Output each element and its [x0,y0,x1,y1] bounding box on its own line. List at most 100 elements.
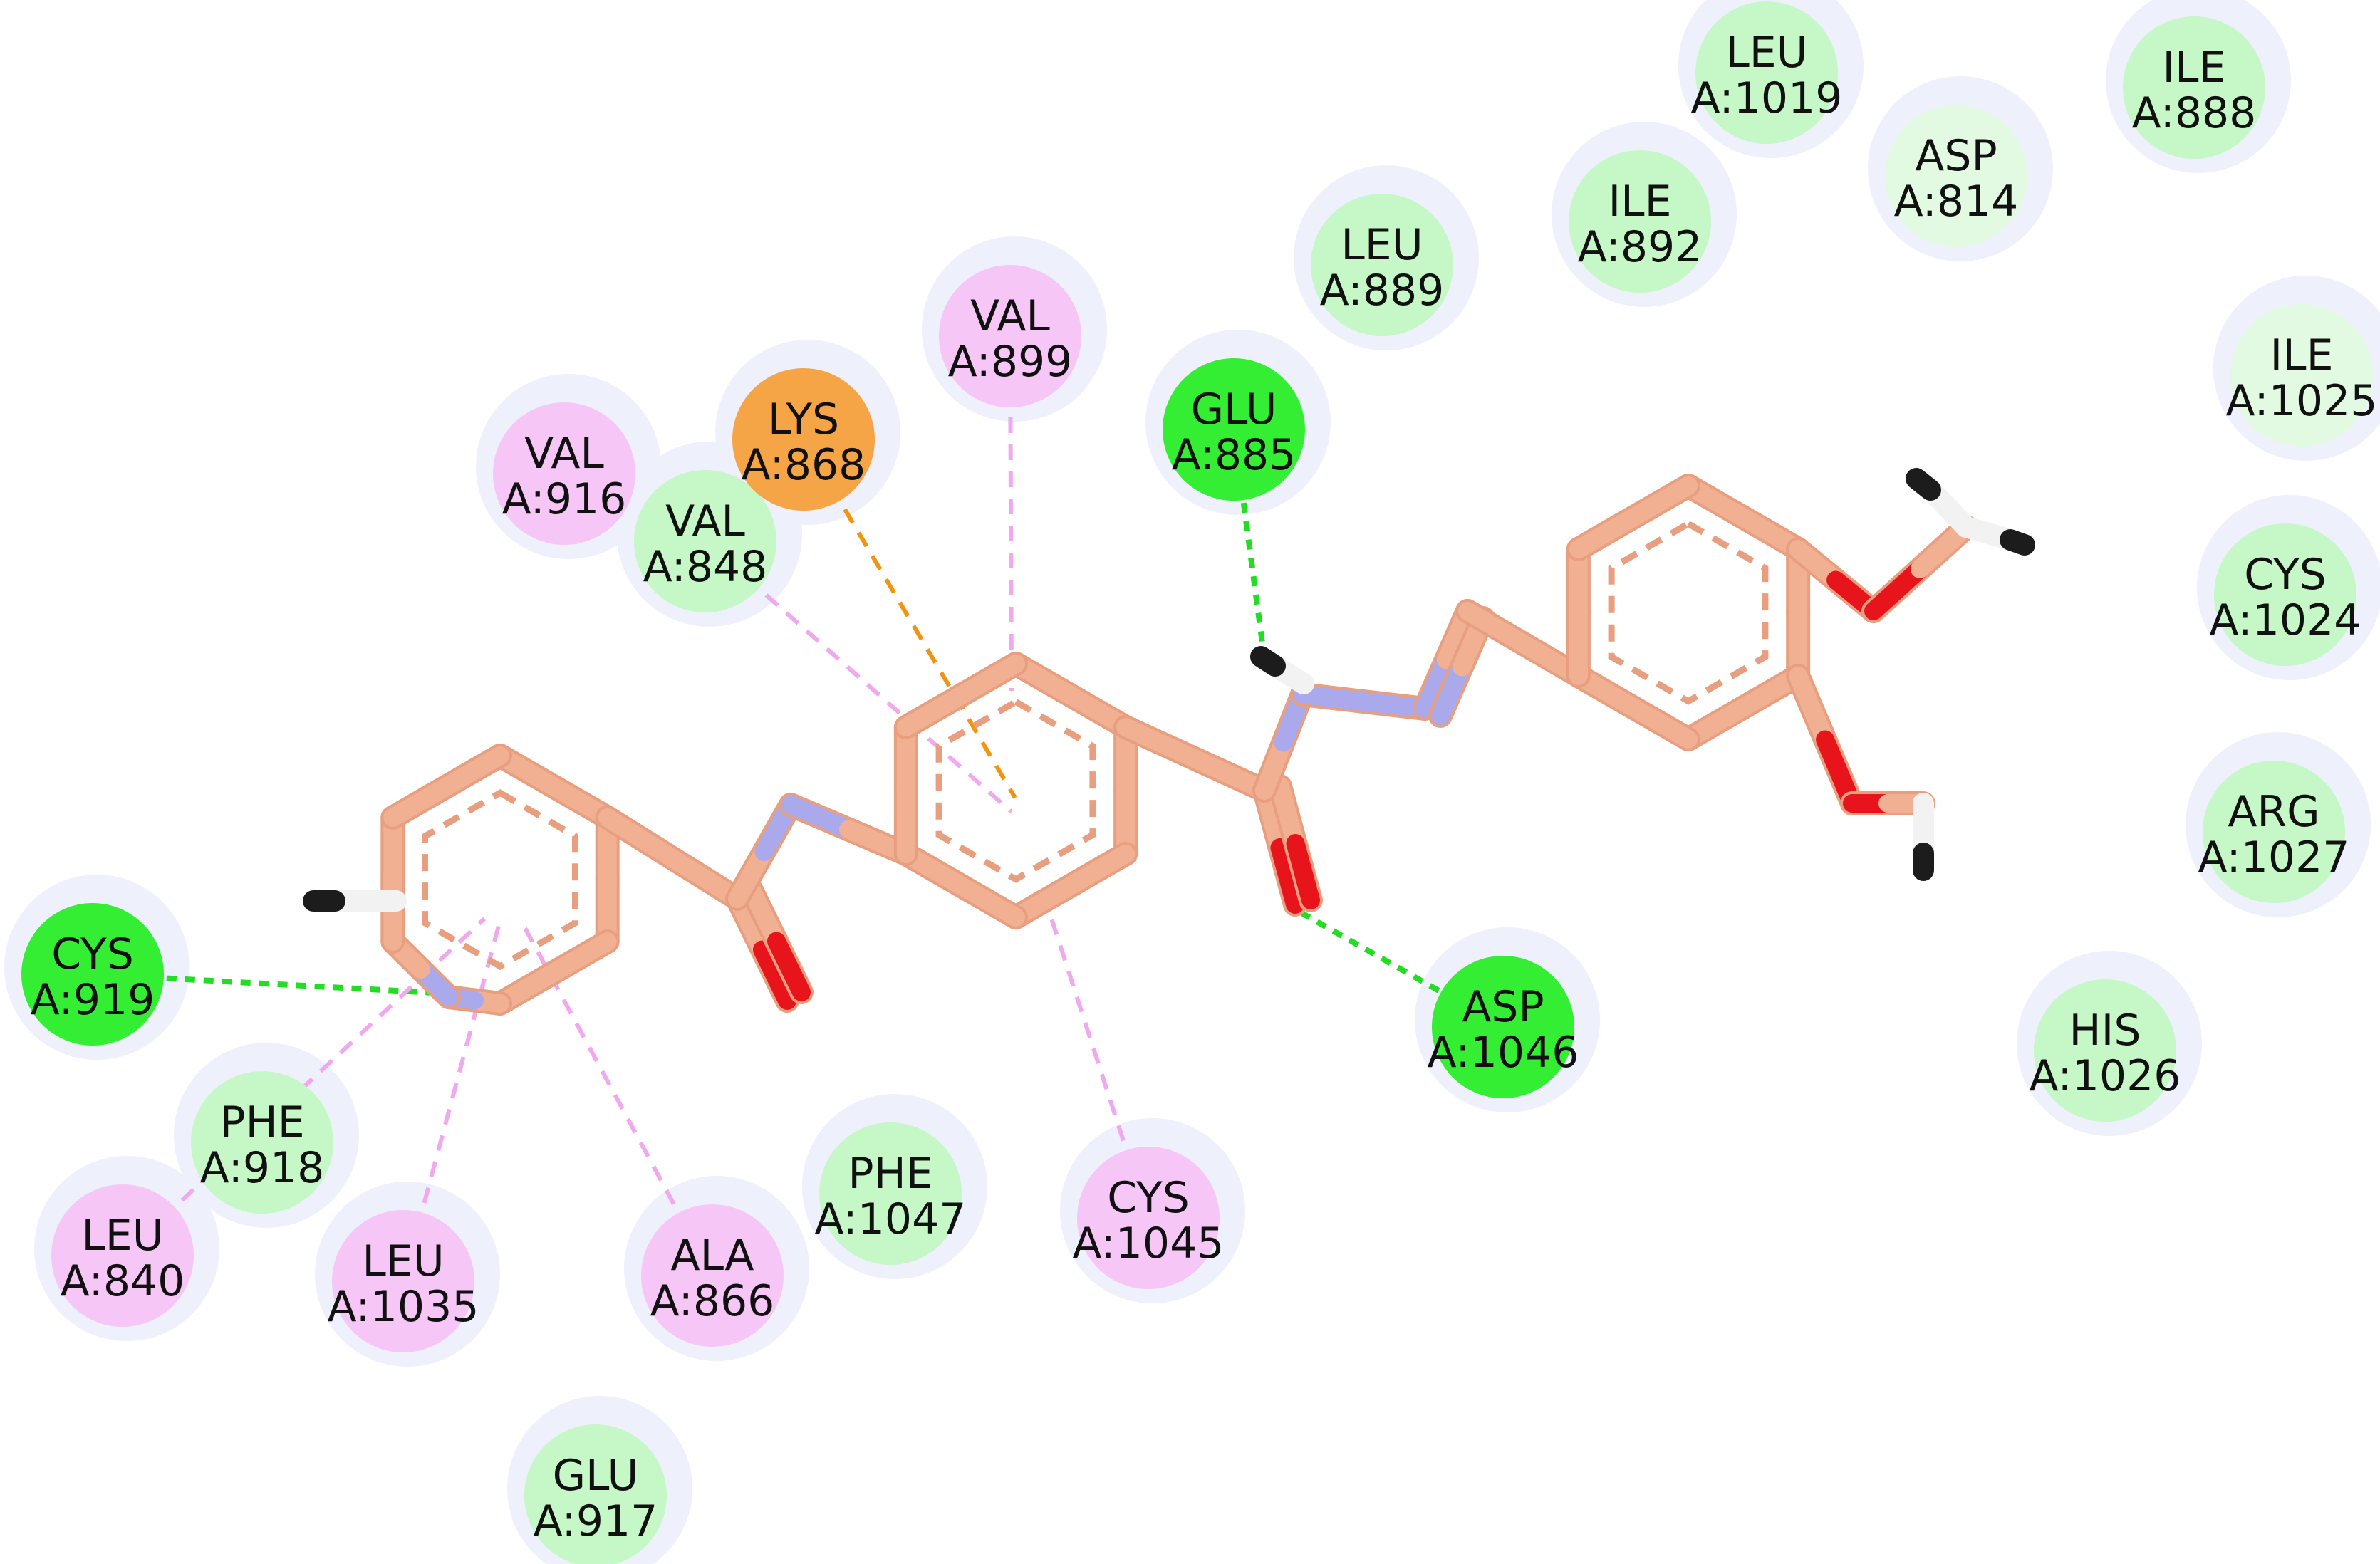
arg1027-disc [2203,761,2345,903]
leu840-disc [51,1184,194,1327]
residue-number: A:919 [31,975,155,1025]
residue-name: VAL [970,291,1050,341]
lys868-disc [732,368,875,511]
right-aromatic-ring [1608,520,1769,705]
residue-number: A:868 [742,440,866,490]
asp1046-disc [1432,956,1574,1098]
residue-name: CYS [1107,1173,1190,1223]
pyridine-bond [544,932,617,982]
residue-name: ALA [671,1231,754,1281]
val848-disc [634,470,776,612]
middle-ring-bond [1061,845,1136,895]
middle-ring-bond [896,686,970,736]
middle-aromatic-ring [935,698,1096,883]
residue-name: LYS [768,395,839,444]
glu885-disc [1163,358,1305,501]
ile888-disc [2123,16,2265,159]
residue-number: A:889 [1320,266,1445,316]
residue-number: A:1047 [815,1194,967,1244]
residue-name: ARG [2228,787,2319,837]
residue-number: A:918 [200,1143,325,1193]
residue-number: A:885 [1172,430,1296,480]
leu1019-disc [1695,1,1838,144]
middle-ring-bond [951,876,1025,927]
pyridine-aromatic-ring [422,789,578,970]
residue-name: ASP [1462,982,1544,1032]
residue-name: CYS [51,929,134,979]
cys1045-disc [1077,1147,1220,1289]
residue-name: PHE [219,1098,304,1147]
residue-name: ILE [2270,330,2333,380]
val916-disc [493,402,635,545]
methoxy-2-o-bond [1789,667,1835,749]
cys919-disc [21,903,164,1046]
amide-bond [598,808,682,867]
residue-name: LEU [1725,28,1807,78]
val899-disc [939,265,1081,407]
residue-name: ASP [1915,131,1997,181]
residue-number: A:840 [61,1256,185,1306]
residue-name: VAL [524,429,604,479]
residue-name: LEU [81,1211,163,1261]
residue-name: HIS [2069,1006,2141,1055]
hydrazide-nn-bond [1293,685,1373,711]
residue-name: ILE [1608,177,1671,226]
residue-name: LEU [1341,220,1423,270]
hydrazide-carbonyl-bond-2 [1271,777,1305,853]
methoxy-1-c-bond [1864,560,1929,620]
residue-number: A:888 [2132,88,2257,138]
glu917-disc [524,1424,667,1564]
leu889-disc [1311,194,1453,336]
methoxy-1-h2-tip [2000,529,2035,556]
his1026-disc [2034,979,2176,1122]
hydrazide-bond [1116,718,1205,768]
right-ring-bond [1569,508,1643,558]
residue-number: A:1024 [2210,595,2361,645]
residue-name: CYS [2244,550,2327,600]
residue-name: VAL [665,496,745,546]
leu1035-disc [332,1210,474,1352]
residue-name: PHE [848,1149,932,1199]
methoxy-1-h-tip [1906,468,1941,501]
residue-name: GLU [553,1451,639,1501]
residue-number: A:916 [502,474,627,524]
residue-number: A:814 [1894,177,2019,226]
residue-number: A:1025 [2226,376,2378,426]
cys1024-disc [2214,523,2356,666]
amide-carbonyl-bond-2 [742,881,786,951]
ligand-molecule [303,468,2035,1016]
ile1025-disc [2230,304,2373,447]
hydrazide-h-tip [1250,646,1286,677]
residue-number: A:866 [650,1276,775,1326]
residue-number: A:1045 [1073,1219,1225,1268]
residue-number: A:1027 [2198,833,2350,882]
imine-ring-bond [1458,602,1532,653]
residue-number: A:917 [534,1496,658,1546]
residue-number: A:848 [643,542,768,592]
residue-name: ILE [2162,43,2225,93]
residue-number: A:1046 [1428,1028,1579,1078]
residue-name: GLU [1191,385,1277,434]
residue-number: A:1026 [2030,1051,2181,1101]
pyridine-bond [383,777,456,827]
